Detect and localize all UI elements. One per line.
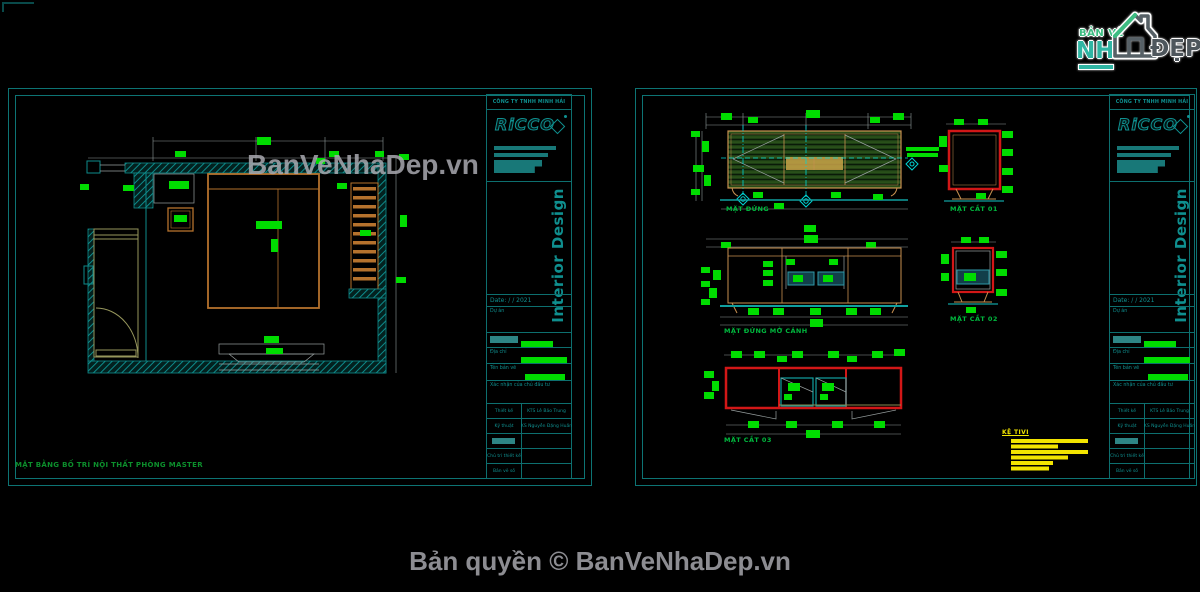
redacted-cell [1110,434,1145,448]
engineering-label: Kỹ thuật [487,419,522,433]
redacted-green-bar [1144,341,1176,347]
design-label: Thiết kế [487,404,522,418]
empty-cell [522,449,571,463]
logo-nha-text: NH [1076,38,1115,64]
logo-bar [494,153,548,157]
logo-bar [494,160,542,173]
division-box: Interior Design [486,181,572,323]
section3-label: MẶT CẮT 03 [724,436,772,444]
logo-bar [1117,160,1165,173]
address-label: Địa chỉ [490,350,507,355]
ricco-dot-icon [1187,115,1190,118]
engineering-label: Kỹ thuật [1110,419,1145,433]
empty-cell [1145,434,1194,448]
logo-bar [1117,146,1179,150]
design-value: KTS Lê Bảo Trung [1150,408,1189,414]
division-box: Interior Design [1109,181,1195,323]
table-row [487,434,571,449]
title-block: CÔNG TY TNHH MINH HẢI RiCCO Interior Des… [486,94,574,479]
elevation-label: MẶT ĐỨNG [726,205,770,213]
redacted-teal-bar [490,336,518,343]
table-row: Thiết kế KTS Lê Bảo Trung [487,404,571,419]
project-label: Dự án [1113,309,1128,314]
table-row [1110,434,1194,449]
redacted-row [1109,332,1195,348]
sheet-no-label: Bản vẽ số [1110,464,1145,479]
redacted-green-bar [1144,357,1190,363]
engineering-value: KS Nguyễn Đặng Huấn [1143,423,1196,429]
redacted-cell [487,434,522,448]
credits-table: Thiết kế KTS Lê Bảo Trung Kỹ thuật KS Ng… [486,403,572,479]
plan-title: MẶT BẰNG BỐ TRÍ NỘI THẤT PHÒNG MASTER [15,461,203,469]
ricco-brand-text: RiCCO [495,115,555,135]
drawing-name-label: Tên bản vẽ [1113,366,1140,371]
table-row: Kỹ thuật KS Nguyễn Đặng Huấn [487,419,573,434]
empty-cell [522,434,571,448]
site-logo: BẢN VẼ NH ĐẸP [1062,8,1200,70]
logo-bar [494,146,556,150]
company-name: CÔNG TY TNHH MINH HẢI [1109,94,1195,110]
lead-label: Chủ trì thiết kế [1110,449,1145,463]
address-label: Địa chỉ [1113,350,1130,355]
empty-cell [1145,449,1194,463]
watermark-text: BanVeNhaDep.vn [247,149,479,180]
credits-table: Thiết kế KTS Lê Bảo Trung Kỹ thuật KS Ng… [1109,403,1195,479]
floor-plan-drawing: .g{fill:#00dc00} .dim{stroke:#8f9a9a;str… [80,137,409,374]
sheet-inner-frame [642,95,1190,479]
redacted-green-bar [1148,374,1188,380]
drawing-name-label: Tên bản vẽ [490,366,517,371]
approval-row: Xác nhận của chủ đầu tư [1109,380,1195,404]
tv-cabinet-sheet: .g{fill:#00dc00} .dim{stroke:#8f9a9a;str… [635,88,1197,486]
ricco-dot-icon [564,115,567,118]
ricco-logo: RiCCO [1109,109,1195,182]
screen-corner-artifact [2,2,34,12]
table-row: Chủ trì thiết kế [487,449,571,464]
redacted-green-bar [525,374,565,380]
table-row: Bản vẽ số [1110,464,1194,479]
logo-underline [1079,65,1113,69]
project-label: Dự án [490,309,505,314]
elevation-open-label: MẶT ĐỨNG MỞ CÁNH [724,327,808,335]
section1-label: MẶT CẮT 01 [950,205,998,213]
address-row: Địa chỉ [1109,347,1195,364]
ricco-brand-text: RiCCO [1118,115,1178,135]
project-row: Dự án [486,306,572,333]
empty-cell [522,464,571,479]
sheet-no-label: Bản vẽ số [487,464,522,479]
cabinet-drawings: .g{fill:#00dc00} .dim{stroke:#8f9a9a;str… [691,110,1088,471]
logo-bar [1117,153,1171,157]
design-value: KTS Lê Bảo Trung [527,408,566,414]
table-row: Chủ trì thiết kế [1110,449,1194,464]
redacted-teal-bar [1113,336,1141,343]
table-row: Kỹ thuật KS Nguyễn Đặng Huấn [1110,419,1196,434]
approval-label: Xác nhận của chủ đầu tư [490,383,550,388]
approval-row: Xác nhận của chủ đầu tư [486,380,572,404]
logo-banve-text: BẢN VẼ [1079,28,1124,39]
project-row: Dự án [1109,306,1195,333]
lead-label: Chủ trì thiết kế [487,449,522,463]
drawing-name-row: Tên bản vẽ [486,363,572,381]
sheet-inner-frame [15,95,585,479]
legend-title: KỆ TIVI [1002,429,1029,436]
redacted-green-bar [521,341,553,347]
table-row: Bản vẽ số [487,464,571,479]
section2-label: MẶT CẮT 02 [950,315,998,323]
table-row: Thiết kế KTS Lê Bảo Trung [1110,404,1194,419]
engineering-value: KS Nguyễn Đặng Huấn [520,423,573,429]
logo-dep-text: ĐẸP [1150,36,1200,62]
copyright-footer: Bản quyền © BanVeNhaDep.vn [409,546,791,576]
approval-label: Xác nhận của chủ đầu tư [1113,383,1173,388]
company-name: CÔNG TY TNHH MINH HẢI [486,94,572,110]
address-row: Địa chỉ [486,347,572,364]
drawing-name-row: Tên bản vẽ [1109,363,1195,381]
ricco-logo: RiCCO [486,109,572,182]
empty-cell [1145,464,1194,479]
design-label: Thiết kế [1110,404,1145,418]
floor-plan-sheet: .g{fill:#00dc00} .dim{stroke:#8f9a9a;str… [8,88,592,486]
house-icon [1112,11,1158,60]
title-block: CÔNG TY TNHH MINH HẢI RiCCO Interior Des… [1109,94,1197,479]
redacted-green-bar [521,357,567,363]
redacted-row [486,332,572,348]
